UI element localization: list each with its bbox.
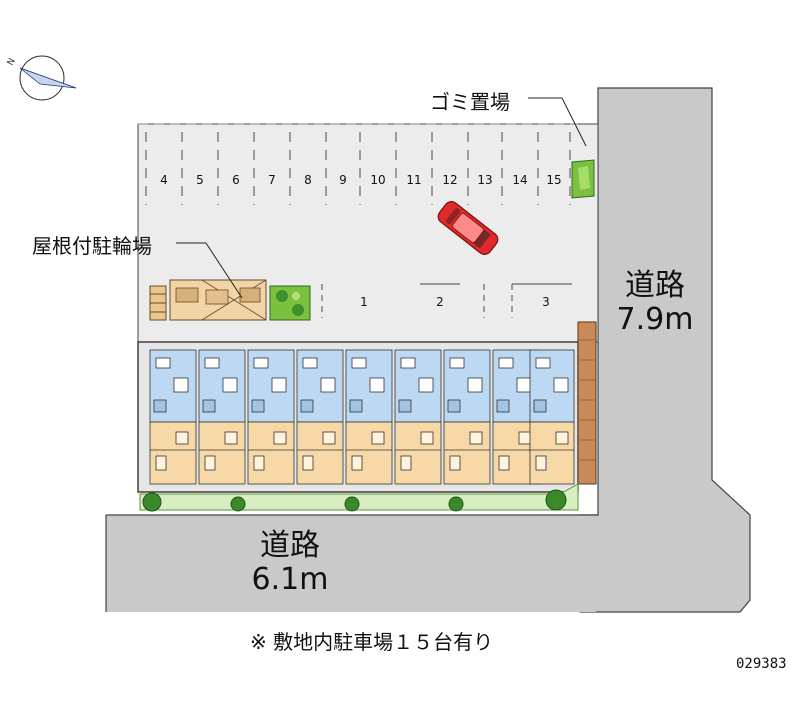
unit-1: [149, 349, 197, 485]
building-units: [149, 349, 575, 485]
planter: [269, 285, 311, 321]
unit-6: [394, 349, 442, 485]
stall-9: 9: [339, 173, 347, 187]
south-road-width: 6.1m: [251, 562, 329, 597]
top-stall-numbers: 4 5 6 7 8 9 10 11 12 13 14 15: [160, 173, 561, 187]
stall-12: 12: [442, 173, 457, 187]
trees: [142, 489, 567, 512]
stall-7: 7: [268, 173, 276, 187]
top-parking-dividers: [145, 132, 571, 205]
garbage-label: ゴミ置場: [430, 90, 510, 114]
stall-5: 5: [196, 173, 204, 187]
unit-4: [296, 349, 344, 485]
stall-1: 1: [360, 295, 368, 309]
stall-10: 10: [370, 173, 385, 187]
car-icon: [437, 201, 499, 255]
brick-wall: [577, 321, 597, 485]
south-road: [106, 515, 596, 612]
stall-11: 11: [406, 173, 421, 187]
south-road-name: 道路: [260, 528, 320, 563]
stall-14: 14: [512, 173, 527, 187]
east-road-name: 道路: [625, 268, 685, 303]
north-mark: N: [6, 57, 18, 68]
south-road-edge: [105, 514, 598, 612]
stall-4: 4: [160, 173, 168, 187]
unit-3: [247, 349, 295, 485]
bicycle-parking-label: 屋根付駐輪場: [32, 234, 152, 258]
stall-6: 6: [232, 173, 240, 187]
unit-5: [345, 349, 393, 485]
stall-3: 3: [542, 295, 550, 309]
stall-8: 8: [304, 173, 312, 187]
stall-15: 15: [546, 173, 561, 187]
parking-note: ※ 敷地内駐車場１５台有り: [250, 630, 494, 654]
unit-2: [198, 349, 246, 485]
east-road-width: 7.9m: [616, 302, 694, 337]
property-code: 029383: [736, 656, 787, 672]
unit-7: [443, 349, 491, 485]
stall-2: 2: [436, 295, 444, 309]
mid-parking-dividers: [321, 283, 572, 318]
east-road: [579, 87, 751, 613]
compass-icon: N: [6, 55, 77, 101]
parking-lot: [137, 123, 599, 343]
unit-9: [529, 349, 575, 485]
stall-13: 13: [477, 173, 492, 187]
garden-strip: [139, 483, 579, 511]
bicycle-parking: [149, 279, 267, 321]
